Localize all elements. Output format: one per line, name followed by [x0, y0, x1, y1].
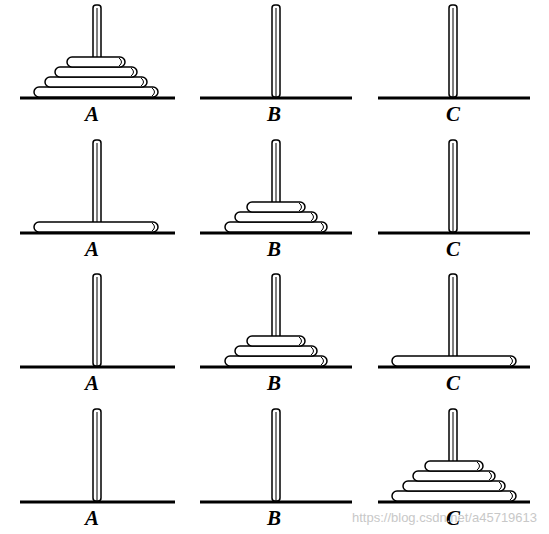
disk	[392, 356, 516, 366]
disk	[235, 346, 317, 356]
row-4	[20, 409, 530, 502]
peg-rod	[93, 274, 101, 366]
disk	[34, 222, 158, 232]
peg-label: B	[267, 373, 281, 394]
peg-rod	[93, 409, 101, 501]
peg-label: C	[446, 373, 460, 394]
peg-label: A	[85, 239, 99, 260]
disk	[235, 212, 317, 222]
disk	[225, 356, 327, 366]
disk	[425, 461, 483, 471]
peg-rod	[93, 140, 101, 232]
peg-label: A	[85, 508, 99, 529]
peg-rod	[449, 5, 457, 97]
peg-rod	[449, 274, 457, 366]
row-1	[20, 5, 530, 98]
disk	[67, 57, 125, 67]
disk	[392, 491, 516, 501]
peg-label: B	[267, 239, 281, 260]
peg-rod	[272, 409, 280, 501]
peg-rod	[272, 5, 280, 97]
peg-label: A	[85, 104, 99, 125]
peg-rod	[449, 140, 457, 232]
disk	[403, 481, 505, 491]
disk	[247, 202, 305, 212]
disk	[55, 67, 137, 77]
peg-label: C	[446, 104, 460, 125]
disk	[247, 336, 305, 346]
disk	[45, 77, 147, 87]
peg-label: A	[85, 373, 99, 394]
disk	[34, 87, 158, 97]
row-2	[20, 140, 530, 233]
disk	[413, 471, 495, 481]
disk	[225, 222, 327, 232]
watermark: https://blog.csdn.net/a45719613	[352, 511, 537, 524]
peg-label: B	[267, 508, 281, 529]
peg-label: C	[446, 239, 460, 260]
row-3	[20, 274, 530, 367]
peg-label: B	[267, 104, 281, 125]
